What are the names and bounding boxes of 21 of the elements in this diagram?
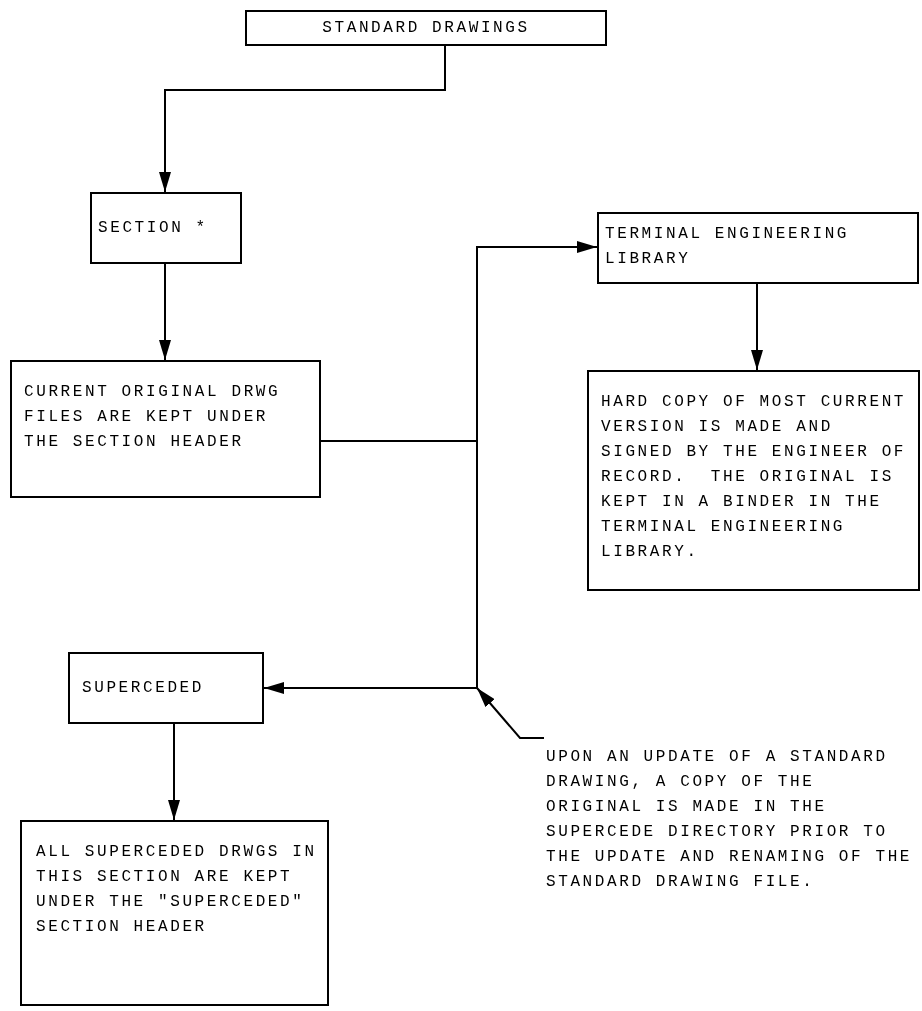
arrow bbox=[168, 723, 180, 821]
process-box bbox=[587, 370, 920, 591]
arrow bbox=[263, 440, 478, 694]
process-box bbox=[20, 820, 329, 1006]
process-box bbox=[245, 10, 607, 46]
box-text: TERMINAL ENGINEERING LIBRARY bbox=[605, 224, 851, 270]
process-box bbox=[597, 212, 919, 284]
box-text: CURRENT ORIGINAL DRWG FILES ARE KEPT UNDER THE SECTION HEADER bbox=[24, 382, 282, 453]
box-text: STANDARD DRAWINGS bbox=[321, 18, 531, 39]
process-box bbox=[68, 652, 264, 724]
box-text: SUPERCEDED bbox=[82, 678, 205, 699]
box-text: ALL SUPERCEDED DRWGS IN THIS SECTION ARE KEPT UNDER THE "SUPERCEDED" SECTION HEADER bbox=[36, 842, 318, 938]
box-text: HARD COPY OF MOST CURRENT VERSION IS MADE AND SIGNED BY THE ENGINEER OF RECORD. THE ORIGINAL IS KEPT IN A BINDER IN THE TERMINAL ENGINEERING LIBRARY. bbox=[601, 392, 908, 563]
box-text: SECTION * bbox=[98, 218, 209, 239]
arrow bbox=[751, 283, 763, 371]
process-box bbox=[90, 192, 242, 264]
arrow bbox=[159, 263, 171, 361]
arrow bbox=[159, 45, 446, 193]
note-text: UPON AN UPDATE OF A STANDARD DRAWING, A COPY OF THE ORIGINAL IS MADE IN THE SUPERCEDE DIRECTORY PRIOR TO THE UPDATE AND RENAMING OF THE STANDARD DRAWING FILE. bbox=[546, 747, 914, 893]
process-box bbox=[10, 360, 321, 498]
leader-line bbox=[476, 687, 545, 739]
